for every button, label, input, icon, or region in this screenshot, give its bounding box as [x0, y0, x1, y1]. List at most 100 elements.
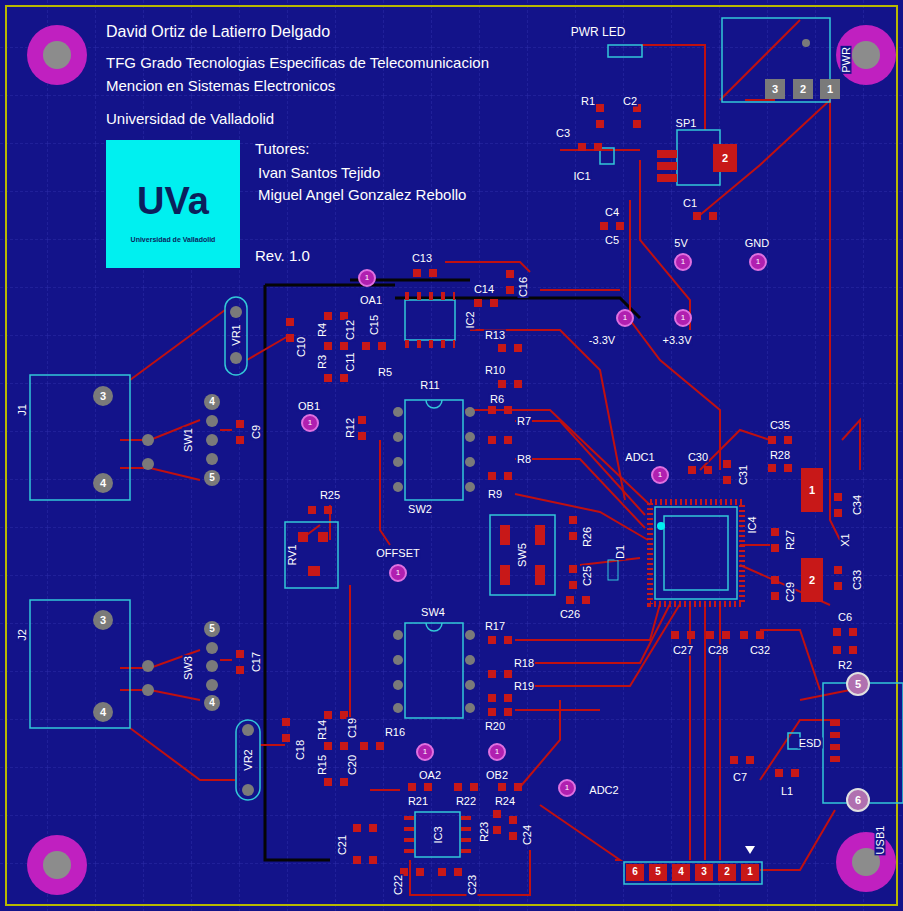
header-text: TFG Grado Tecnologias Especificas de Tel… — [106, 55, 489, 70]
pin-number: 2 — [724, 867, 730, 877]
header-text: Universidad de Valladolid — [106, 111, 274, 126]
part-designator: R15 — [317, 754, 328, 776]
part-designator: OB1 — [297, 401, 321, 412]
part-designator: C31 — [738, 464, 749, 486]
pin-number: 2 — [809, 575, 815, 586]
part-designator: C10 — [296, 336, 307, 358]
smd-pads — [236, 104, 857, 876]
part-designator: C5 — [604, 235, 620, 246]
part-designator: R21 — [407, 796, 429, 807]
pin-number: 3 — [701, 867, 707, 877]
part-designator: C22 — [393, 874, 404, 896]
pin-number: 5 — [209, 473, 215, 483]
pin-number: 4 — [209, 698, 215, 708]
part-designator: OB2 — [485, 770, 509, 781]
part-designator: C24 — [522, 824, 533, 846]
test-point-number: 1 — [495, 748, 499, 756]
part-designator: C21 — [337, 834, 348, 856]
test-point-number: 1 — [423, 748, 427, 756]
header-text: Miguel Angel Gonzalez Rebollo — [258, 187, 466, 202]
part-designator: C25 — [582, 565, 593, 587]
header-text: Rev. 1.0 — [255, 248, 310, 263]
part-designator: R6 — [489, 394, 505, 405]
pin-number: 1 — [747, 867, 753, 877]
part-designator: R27 — [785, 529, 796, 551]
part-designator: C13 — [411, 253, 433, 264]
pin-number: 3 — [772, 84, 778, 95]
part-designator: C2 — [622, 96, 638, 107]
part-designator: C7 — [732, 772, 748, 783]
part-designator: R18 — [513, 658, 535, 669]
part-designator: -3.3V — [588, 335, 616, 346]
pin-number: 4 — [100, 707, 106, 718]
part-designator: SW3 — [183, 655, 194, 681]
part-designator: IC3 — [433, 825, 444, 844]
pin-number: 4 — [678, 867, 684, 877]
part-designator: C26 — [559, 609, 581, 620]
part-designator: C18 — [295, 739, 306, 761]
part-designator: R23 — [479, 821, 490, 843]
pin-number: 5 — [655, 867, 661, 877]
part-designator: R28 — [769, 450, 791, 461]
part-designator: C20 — [347, 754, 358, 776]
part-designator: R24 — [494, 796, 516, 807]
test-point-number: 1 — [308, 419, 312, 427]
board-outline — [6, 6, 897, 905]
part-designator: 5V — [673, 238, 688, 249]
part-designator: J2 — [17, 628, 28, 642]
part-designator: R14 — [317, 719, 328, 741]
test-point-number: 1 — [681, 258, 685, 266]
header-text: Tutores: — [255, 141, 309, 156]
part-designator: VR2 — [243, 748, 254, 771]
part-designator: OA2 — [418, 770, 442, 781]
ground-traces — [265, 280, 640, 860]
pin-number: 4 — [209, 397, 215, 407]
part-designator: C15 — [369, 314, 380, 336]
header-text: David Ortiz de Latierro Delgado — [106, 24, 330, 40]
part-designator: X1 — [840, 532, 851, 547]
part-designator: ESD — [798, 738, 823, 749]
part-designator: C1 — [682, 198, 698, 209]
test-point-number: 1 — [565, 784, 569, 792]
header-text: Ivan Santos Tejido — [258, 165, 380, 180]
part-designator: C30 — [687, 452, 709, 463]
part-designator: USB1 — [875, 825, 886, 856]
pin-number: 3 — [100, 391, 106, 402]
part-designator: R8 — [516, 454, 532, 465]
part-designator: SW1 — [183, 427, 194, 453]
part-designator: C14 — [473, 284, 495, 295]
test-point-number: 1 — [365, 274, 369, 282]
part-designator: C4 — [604, 207, 620, 218]
pin-number: 6 — [855, 795, 861, 806]
pin-number: 6 — [632, 867, 638, 877]
part-designator: J1 — [17, 403, 28, 417]
part-designator: SW4 — [420, 607, 446, 618]
part-designator: C19 — [347, 717, 358, 739]
part-designator: ADC1 — [624, 452, 655, 463]
part-designator: D1 — [615, 544, 626, 560]
header-text: Mencion en Sistemas Electronicos — [106, 78, 335, 93]
test-points — [302, 254, 766, 796]
part-designator: C11 — [345, 351, 356, 372]
through-hole-pads — [93, 39, 869, 881]
part-designator: R7 — [516, 416, 532, 427]
part-designator: IC4 — [747, 515, 758, 534]
part-designator: SP1 — [675, 118, 698, 129]
component-outlines — [30, 18, 903, 884]
part-designator: C6 — [837, 612, 853, 623]
part-designator: SW5 — [517, 542, 528, 568]
pin-number: 4 — [100, 478, 106, 489]
part-designator: IC1 — [572, 171, 591, 182]
mounting-holes — [27, 25, 896, 895]
part-designator: ADC2 — [588, 785, 619, 796]
part-designator: OFFSET — [375, 548, 420, 559]
part-designator: GND — [744, 238, 770, 249]
part-designator: R12 — [345, 417, 356, 439]
logo-caption: Universidad de Valladolid — [131, 236, 216, 243]
part-designator: R13 — [484, 330, 506, 341]
part-designator: R3 — [317, 354, 328, 370]
pin-number: 2 — [722, 153, 728, 164]
